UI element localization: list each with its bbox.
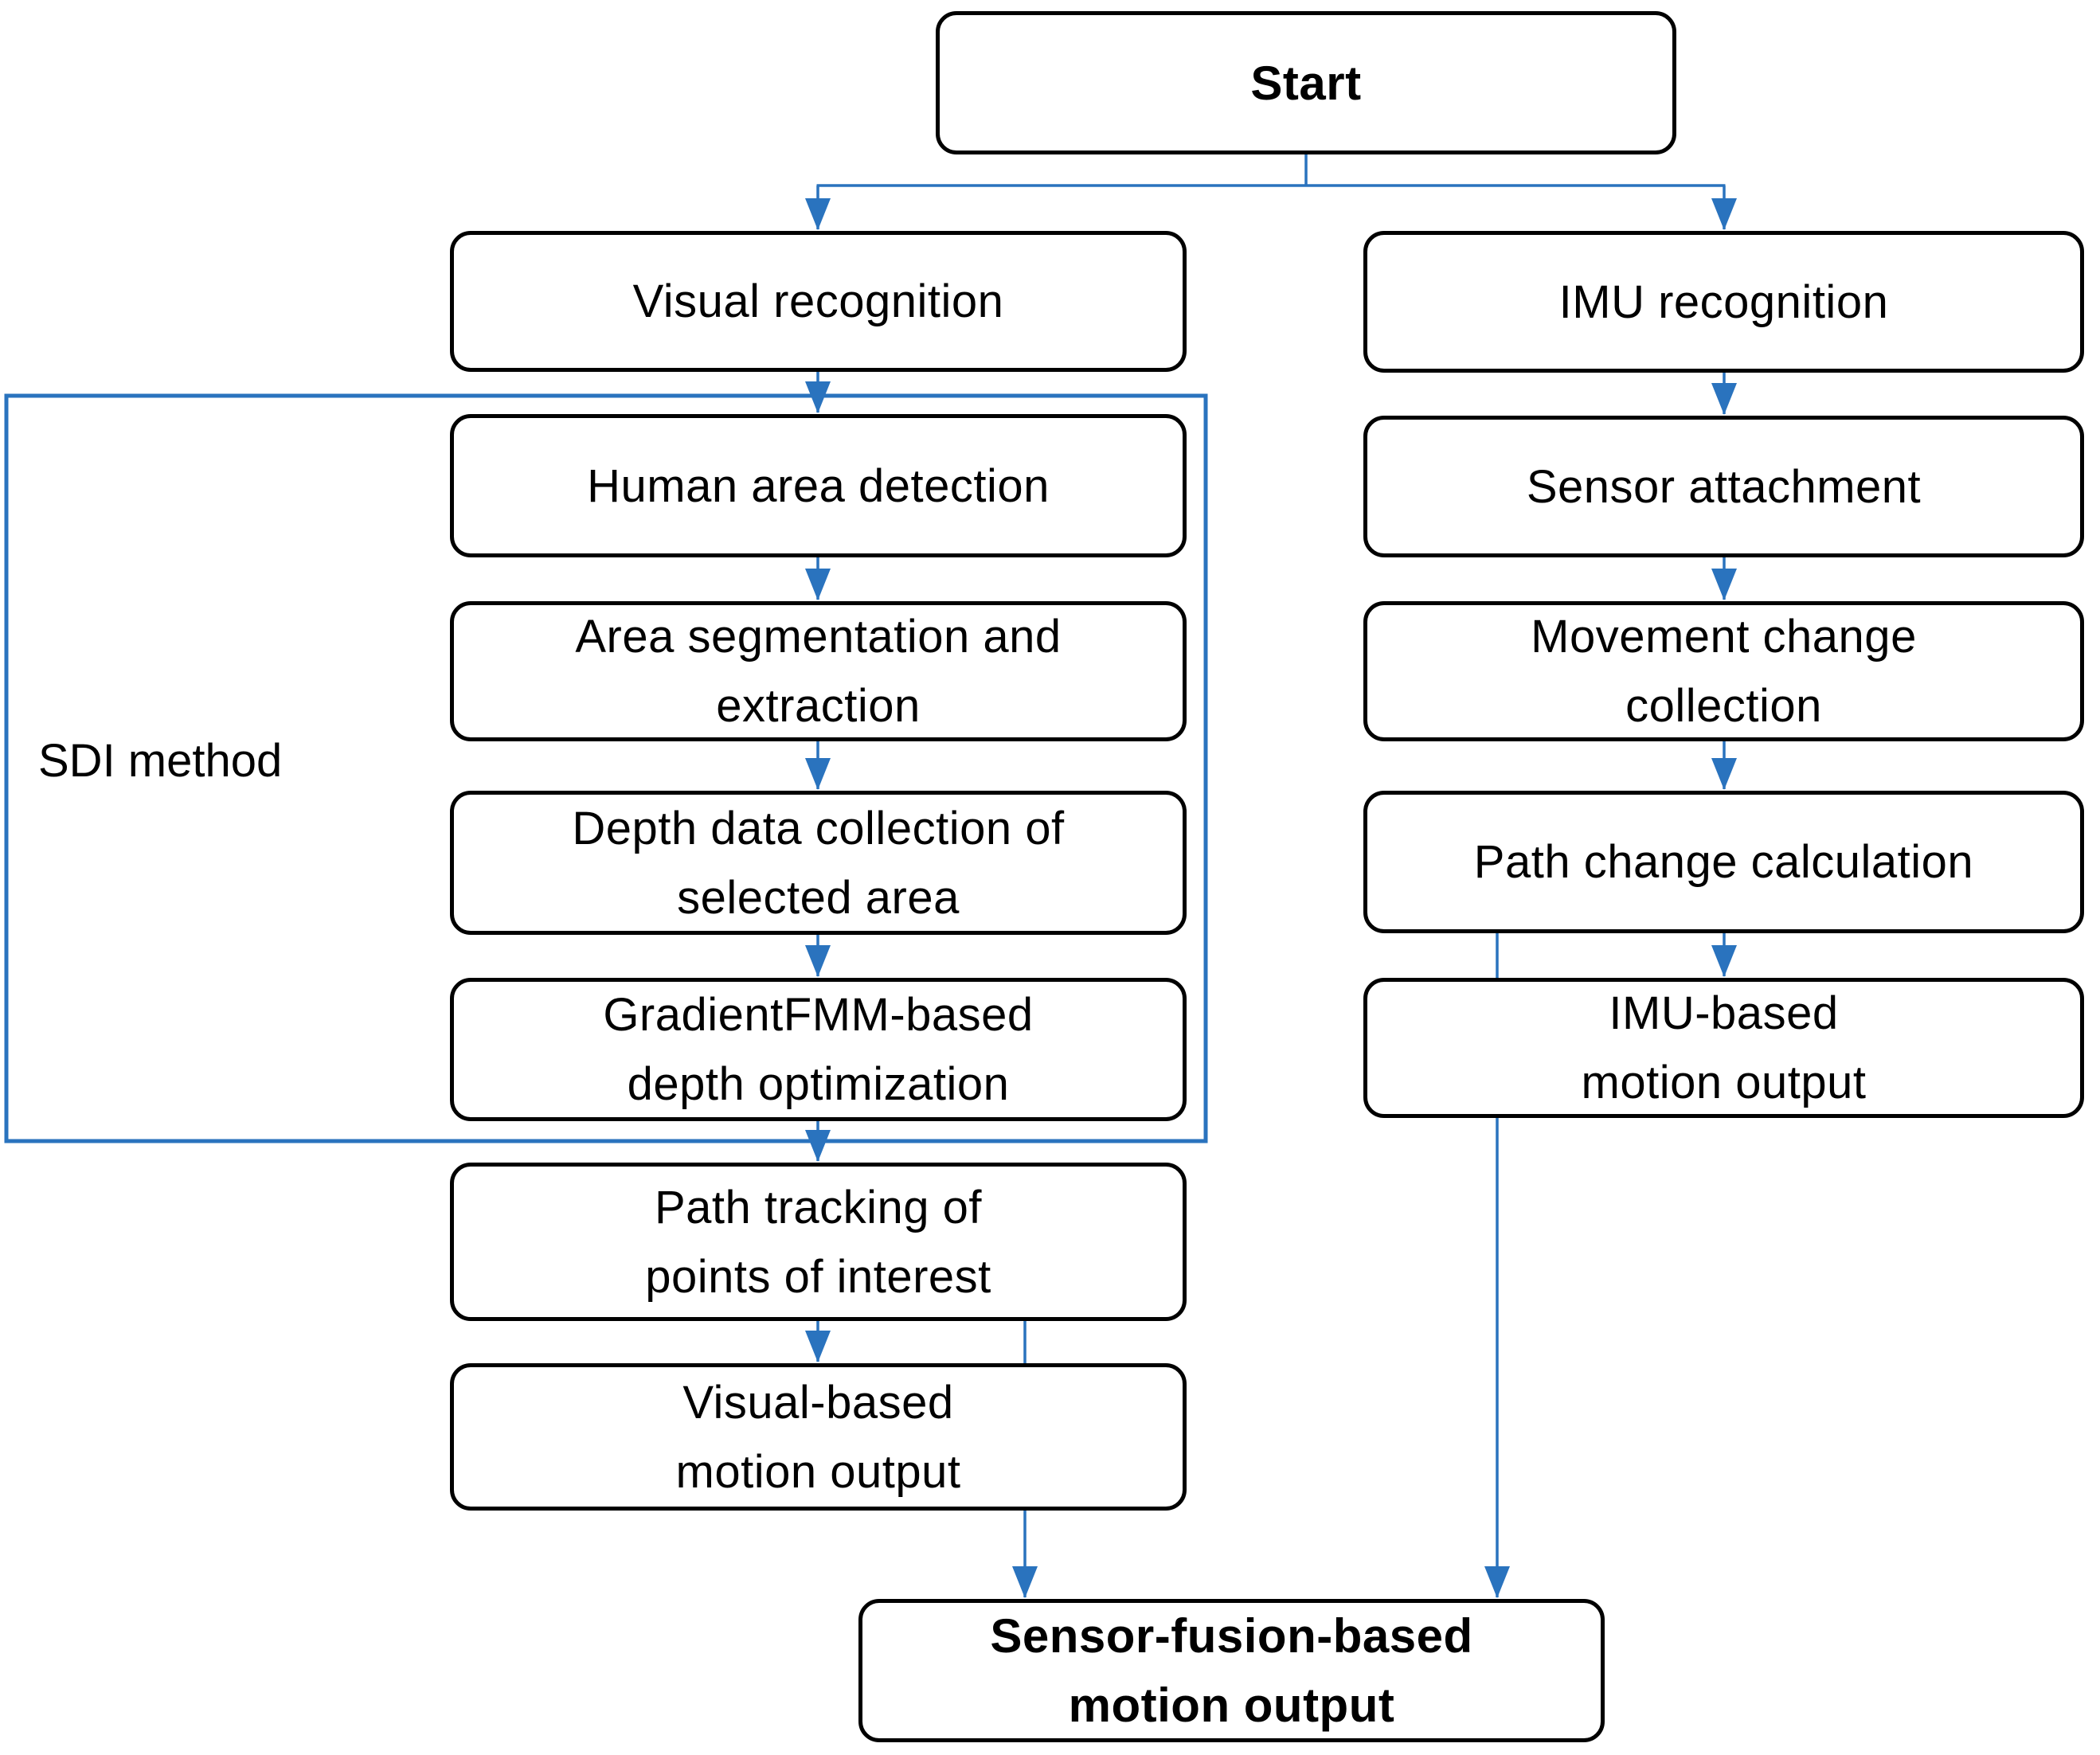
node-visual-based-motion-output: Visual-based motion output [450,1363,1187,1511]
node-sensor-attachment-label: Sensor attachment [1526,460,1922,513]
node-depth-data-collection-label: Depth data collection of selected area [572,802,1065,924]
node-movement-change-collection-label: Movement change collection [1531,611,1917,732]
node-visual-based-motion-output-label: Visual-based motion output [675,1376,961,1498]
node-visual-recognition: Visual recognition [450,231,1187,372]
node-path-tracking-label: Path tracking of points of interest [645,1181,991,1303]
node-gradientfmm-depth-optimization: GradientFMM-based depth optimization [450,978,1187,1121]
node-gradientfmm-depth-optimization-label: GradientFMM-based depth optimization [603,989,1034,1110]
node-sensor-attachment: Sensor attachment [1363,416,2084,557]
node-start: Start [936,11,1676,154]
node-visual-recognition-label: Visual recognition [632,276,1004,327]
node-start-label: Start [1250,56,1362,110]
node-imu-based-motion-output-label: IMU-based motion output [1581,987,1867,1108]
node-area-segmentation-extraction-label: Area segmentation and extraction [575,611,1062,732]
node-imu-recognition-label: IMU recognition [1558,276,1889,328]
node-human-area-detection-label: Human area detection [587,459,1050,512]
node-path-change-calculation-label: Path change calculation [1473,836,1974,888]
node-path-tracking: Path tracking of points of interest [450,1163,1187,1321]
node-movement-change-collection: Movement change collection [1363,601,2084,741]
node-imu-based-motion-output: IMU-based motion output [1363,978,2084,1118]
sdi-method-group-box [4,393,1208,1143]
node-sensor-fusion-motion-output: Sensor-fusion-based motion output [858,1599,1605,1742]
node-depth-data-collection: Depth data collection of selected area [450,791,1187,935]
node-human-area-detection: Human area detection [450,414,1187,557]
node-sensor-fusion-motion-output-label: Sensor-fusion-based motion output [990,1609,1473,1732]
node-area-segmentation-extraction: Area segmentation and extraction [450,601,1187,741]
node-path-change-calculation: Path change calculation [1363,791,2084,933]
node-imu-recognition: IMU recognition [1363,231,2084,373]
sdi-method-label: SDI method [38,735,283,787]
